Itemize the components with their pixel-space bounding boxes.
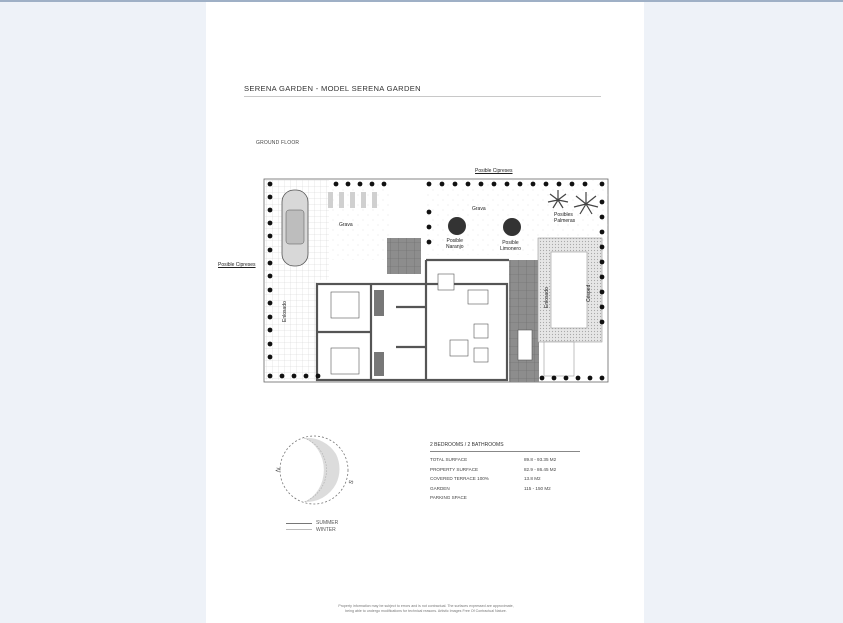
legend-winter: WINTER: [286, 527, 338, 534]
spec-label: COVERED TERRACE 100%: [430, 476, 489, 481]
winter-line-icon: [286, 529, 312, 531]
spec-row: COVERED TERRACE 100% 13.8 M2: [430, 474, 580, 484]
legend-summer: SUMMER: [286, 520, 338, 527]
label-gravel-left: Grava: [339, 222, 353, 228]
spec-label: TOTAL SURFACE: [430, 457, 468, 462]
page-title: SERENA GARDEN - MODEL SERENA GARDEN: [244, 84, 421, 93]
label-orange-tree: Posible Naranjo: [446, 238, 464, 250]
label-cypress-top: Posible Cipreses: [475, 168, 513, 174]
sun-path-diagram: N S: [272, 434, 362, 514]
document-page: SERENA GARDEN - MODEL SERENA GARDEN GROU…: [206, 2, 644, 623]
spec-row: PARKING SPACE: [430, 493, 580, 503]
spec-label: PROPERTY SURFACE: [430, 466, 479, 472]
label-grass: Césped: [586, 284, 592, 302]
spec-row: GARDEN 115 - 150 M2: [430, 484, 580, 494]
label-cypress-left: Posible Cipreses: [218, 262, 256, 268]
disclaimer-line-1: Property information may be subject to e…: [338, 604, 514, 608]
spec-value: 13.8 M2: [524, 476, 541, 481]
floor-plan: Posible Cipreses Posible Cipreses Grava …: [206, 162, 644, 397]
top-border: [0, 0, 843, 2]
label-paving-pool: Enlosado: [544, 287, 550, 308]
spec-row: TOTAL SURFACE 89.8 - 93.35 M2: [430, 455, 580, 465]
spec-value: 89.8 - 93.35 M2: [524, 457, 557, 462]
label-paving-left: Enlosado: [282, 301, 288, 322]
floor-plan-drawing: [263, 178, 609, 383]
label-gravel-right: Grava: [472, 206, 486, 212]
disclaimer-line-2: being able to undergo modifications for …: [345, 608, 507, 613]
sun-legend: SUMMER WINTER: [286, 520, 338, 533]
floor-label: GROUND FLOOR: [256, 140, 300, 146]
spec-label: GARDEN: [430, 485, 450, 491]
label-lemon-tree: Posible Limonero: [500, 240, 521, 252]
spec-value: 115 - 150 M2: [524, 485, 551, 491]
spec-row: PROPERTY SURFACE 82.9 - 86.45 M2: [430, 465, 580, 475]
title-divider: [244, 96, 601, 97]
north-label: N: [275, 467, 282, 473]
disclaimer: Property information may be subject to e…: [296, 604, 556, 613]
palm-icon: [547, 190, 599, 215]
legend-winter-label: WINTER: [316, 526, 336, 533]
legend-summer-label: SUMMER: [316, 520, 339, 527]
south-label: S: [348, 479, 355, 485]
sun-path-icon: N S: [275, 435, 355, 505]
summer-line-icon: [286, 522, 312, 524]
car-icon: [281, 189, 309, 267]
label-palms: Posibles Palmeras: [554, 212, 576, 224]
spec-value: 82.9 - 86.45 M2: [524, 466, 557, 472]
specs-table: 2 BEDROOMS / 2 BATHROOMS TOTAL SURFACE 8…: [430, 442, 580, 503]
spec-label: PARKING SPACE: [430, 495, 467, 500]
specs-heading: 2 BEDROOMS / 2 BATHROOMS: [430, 442, 580, 452]
